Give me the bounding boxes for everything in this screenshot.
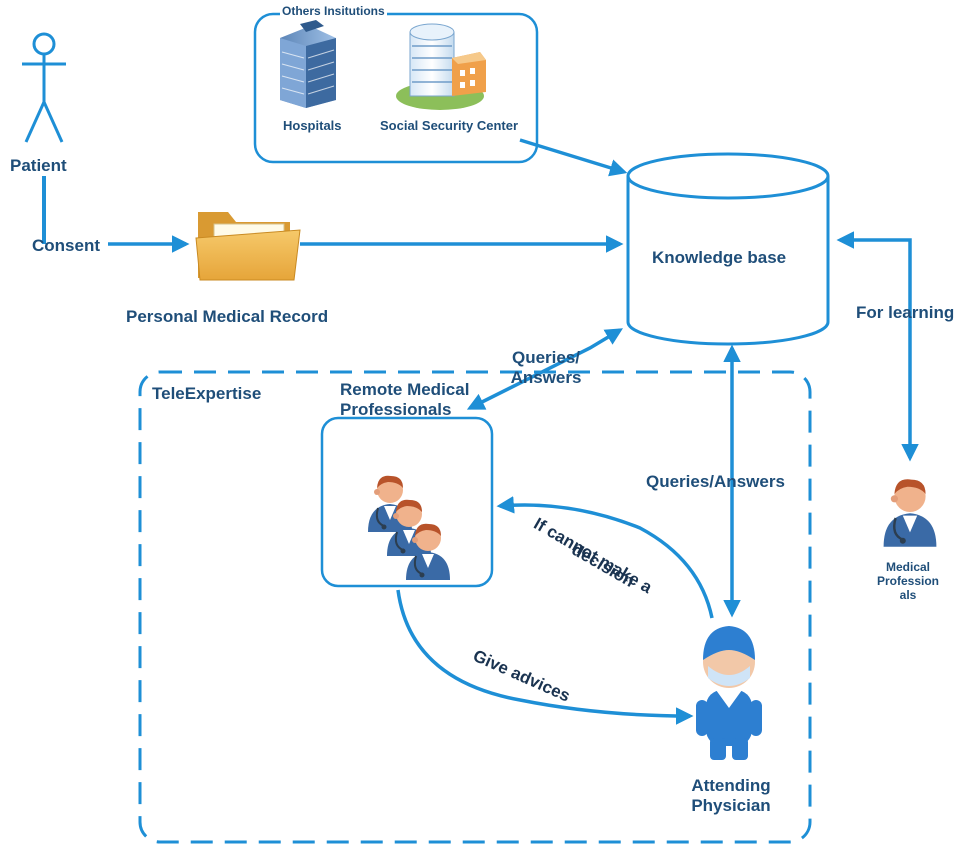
hospital-building-icon: [280, 20, 336, 108]
connectors: [108, 138, 919, 725]
medical-professionals-icon: [882, 478, 938, 548]
remote-professionals-icon: [367, 474, 451, 581]
attending-physician-label: Attending Physician: [691, 776, 771, 815]
patient-actor-icon: [22, 32, 66, 143]
knowledge-base-label: Knowledge base: [652, 248, 787, 267]
knowledge-base-cylinder: [626, 152, 830, 346]
institutions-box: [253, 12, 539, 164]
remote-professionals-label: Remote Medical Professionals: [340, 380, 470, 419]
queries-answers-physician-label: Queries/Answers: [646, 472, 785, 491]
remote-professionals-box: [320, 416, 494, 588]
personal-medical-record-label: Personal Medical Record: [126, 307, 329, 326]
queries-answers-remote-label: Queries/ Answers: [510, 348, 582, 387]
teleexpertise-label: TeleExpertise: [152, 384, 262, 403]
social-security-label: Social Security Center: [380, 118, 518, 133]
medical-professionals-label: Medical Profession als: [876, 560, 939, 602]
medical-record-folder-icon: [195, 212, 301, 281]
consent-label: Consent: [32, 236, 100, 255]
institutions-group-title: Others Insitutions: [280, 4, 387, 19]
for-learning-label: For learning: [856, 303, 955, 322]
attending-physician-icon: [696, 626, 762, 760]
patient-label: Patient: [10, 156, 67, 175]
social-security-center-icon: [396, 23, 486, 110]
hospitals-label: Hospitals: [283, 118, 342, 133]
